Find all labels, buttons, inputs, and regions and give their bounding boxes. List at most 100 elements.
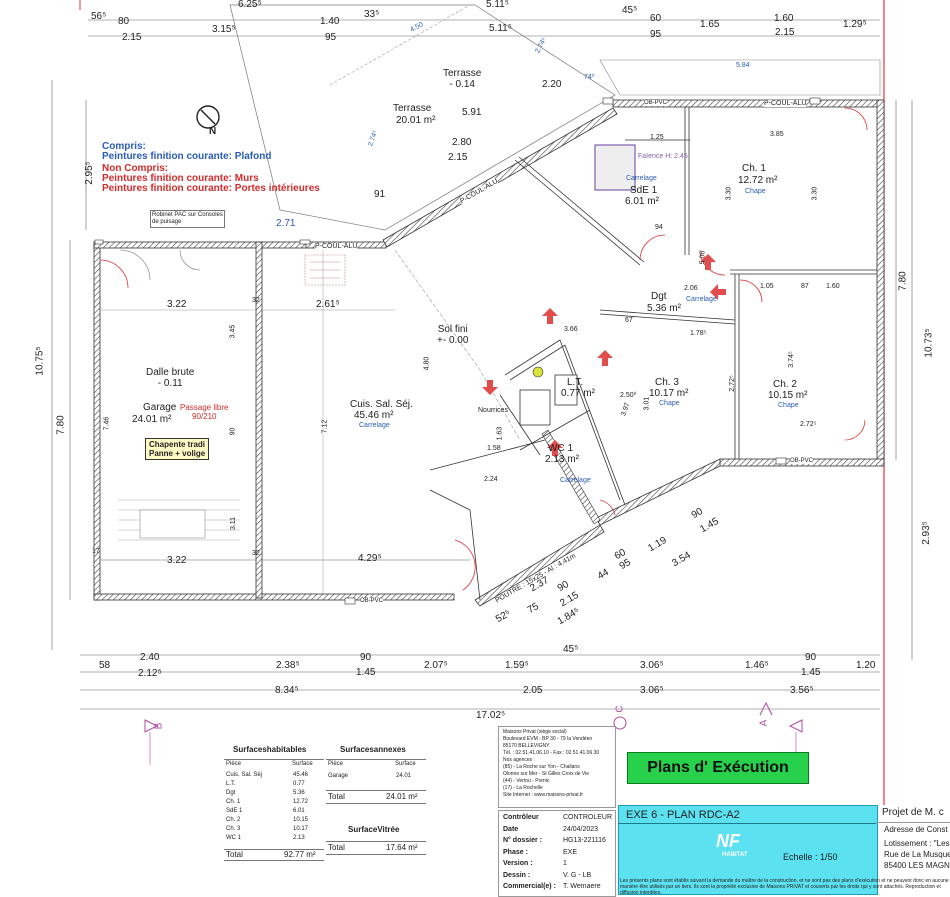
footer-note: Les présents plans sont établis suivant …: [620, 878, 949, 896]
surf-hab-row-value: 45.46: [293, 772, 309, 778]
dim-inner-9: 90: [229, 427, 237, 436]
section-c: C: [614, 705, 626, 713]
title-block: [618, 805, 878, 895]
surf-hab-title: Surfaceshabitables: [233, 745, 307, 754]
company-line: Site Internet : www.maisons-privat.fr: [503, 792, 584, 798]
controleur-row-value: T. Wemaere: [563, 883, 601, 890]
dim-left-7: 17: [92, 548, 100, 555]
obpvc-3: OB-PVC: [790, 458, 814, 464]
dim-bottom-19: 17.02⁵: [476, 710, 506, 721]
surf-annexes-row-value: 24.01: [396, 773, 412, 779]
dim-inner-11: 3.85: [770, 131, 784, 138]
dim-inner-25: 1.78⁵: [690, 330, 707, 337]
terrasse-d4: 2.15: [448, 152, 468, 163]
dgt-floor: Carrelage: [686, 296, 717, 303]
dim-inner-18: 87: [801, 283, 809, 290]
nf-brand: NF: [716, 831, 740, 851]
surf-hab-row-name: Ch. 1: [226, 799, 241, 805]
dim-inner-2: 2.61⁵: [316, 299, 340, 310]
surf-hab-row-name: WC 1: [226, 835, 241, 841]
dim-bottom-4: 2.38⁵: [276, 660, 300, 671]
dim-left-2: 7.80: [55, 415, 67, 435]
noncompris-title: Non Compris:: [102, 163, 169, 174]
obpvc-1: OB-PVC: [644, 100, 668, 106]
faience-label: Faïence H: 2.45: [638, 153, 688, 160]
projet-title: Projet de M. c: [882, 807, 944, 818]
ch3-area: 10.17 m²: [649, 388, 689, 399]
controleur-row-value: EXE: [563, 848, 578, 856]
surf-hab-row-name: SdE 1: [226, 808, 243, 814]
dim-bottom-15: 1.45: [801, 667, 821, 678]
controleur-block: [498, 810, 616, 897]
plans-execution-stamp: Plans d' Exécution: [627, 752, 809, 784]
controleur-row-label: Phase :: [503, 848, 528, 856]
controleur-row-value: HG13-221116: [563, 837, 606, 844]
ch2-name: Ch. 2: [773, 379, 797, 390]
surf-hab-col2: Surface: [292, 761, 313, 767]
company-line: (17) - La Rochelle: [503, 785, 543, 791]
sol-fini: Sol fini +- 0.00: [437, 324, 469, 346]
cuis-name: Cuis. Sal. Séj.: [350, 399, 413, 410]
surf-hab-total-value: 92.77 m²: [284, 850, 316, 859]
wc-name: WC 1: [548, 443, 573, 454]
dim-inner-45: 3.01: [643, 396, 651, 411]
passage-libre: Passage libre 90/210: [180, 403, 229, 421]
plans-execution-text: Plans d' Exécution: [647, 759, 789, 776]
surf-hab-row-value: 10.15: [293, 817, 309, 823]
surf-hab-total-label: Total: [226, 850, 243, 859]
dim-bottom-6: 1.45: [356, 667, 376, 678]
dim-inner-20: 67: [625, 317, 633, 324]
dim-top-12: 60: [650, 13, 662, 24]
projet-line-3: Rue de La Musque: [884, 850, 950, 859]
dim-inner-15: 2.06: [684, 285, 698, 292]
dim-top-6: 1.40: [320, 16, 340, 27]
dim-inner-17: 1.60: [826, 283, 840, 290]
dim-bottom-1: 58: [99, 660, 111, 671]
surf-hab-row-name: Cuis. Sal. Séj: [226, 772, 263, 778]
dim-bottom-18: 8.34⁵: [275, 685, 299, 696]
dim-top-20: 74⁰: [584, 74, 595, 81]
dim-inner-3: 3.22: [167, 299, 187, 310]
surf-vitree-total-value: 17.64 m²: [386, 843, 418, 852]
dim-top-1: 56⁵: [91, 11, 107, 22]
dim-top-8: 33⁵: [364, 9, 380, 20]
dim-bottom-11: 3.06⁵: [640, 660, 664, 671]
controleur-row-label: N° dossier :: [503, 837, 542, 844]
ch3-name: Ch. 3: [655, 377, 679, 388]
dim-inner-6: 32: [252, 550, 260, 557]
dim-inner-44: 2.50⁰: [620, 392, 637, 399]
north-label: N: [209, 126, 217, 137]
dim-bottom-2: 2.40: [140, 652, 160, 663]
company-line: (85) - La Roche sur Yon - Challans: [503, 764, 580, 770]
controleur-row-value: V. G - LB: [563, 871, 592, 879]
dim-bottom-10: 45⁵: [563, 644, 579, 655]
dim-left-4: 7.46: [103, 416, 111, 431]
dim-inner-1: 2.71: [276, 218, 296, 229]
dim-inner-19: 3.66: [564, 326, 578, 333]
dim-top-16: 2.15: [775, 27, 795, 38]
dim-inner-4: 32: [252, 297, 260, 304]
surf-annexes-total-label: Total: [328, 792, 345, 801]
projet-line-1: Adresse de Const: [884, 825, 948, 834]
dim-top-14: 1.65: [700, 19, 720, 30]
company-line: Boulevard EVM - BP 30 - 79 la Vendéen: [503, 736, 593, 742]
dim-top-11: 45⁵: [622, 5, 638, 16]
sde-floor: Carrelage: [626, 175, 657, 182]
terrasse-d3: 2.80: [452, 137, 472, 148]
ch1-area: 12.72 m²: [738, 175, 778, 186]
surf-annexes-title: Surfacesannexes: [340, 745, 406, 754]
company-line: Olonne sur Mer - St Gilles Croix de Vie: [503, 771, 590, 777]
dim-inner-28: 2.24: [484, 476, 498, 483]
dim-right-3: 2.93⁵: [920, 521, 932, 545]
dim-bottom-16: 1.20: [856, 660, 876, 671]
controleur-row-value: 1: [563, 860, 567, 867]
dim-top-10: 5.11⁵: [489, 23, 512, 34]
terrasse-small: Terrasse - 0.14: [443, 68, 482, 90]
dim-inner-12: 3.30: [725, 186, 733, 201]
dim-top-7: 95: [325, 32, 337, 43]
dim-inner-14: 94: [655, 224, 663, 231]
obpvc-2: OB-PVC: [360, 598, 384, 604]
noncompris-item-2: Peintures finition courante: Portes inté…: [102, 183, 320, 194]
dim-inner-22: 3.74⁵: [787, 351, 795, 368]
